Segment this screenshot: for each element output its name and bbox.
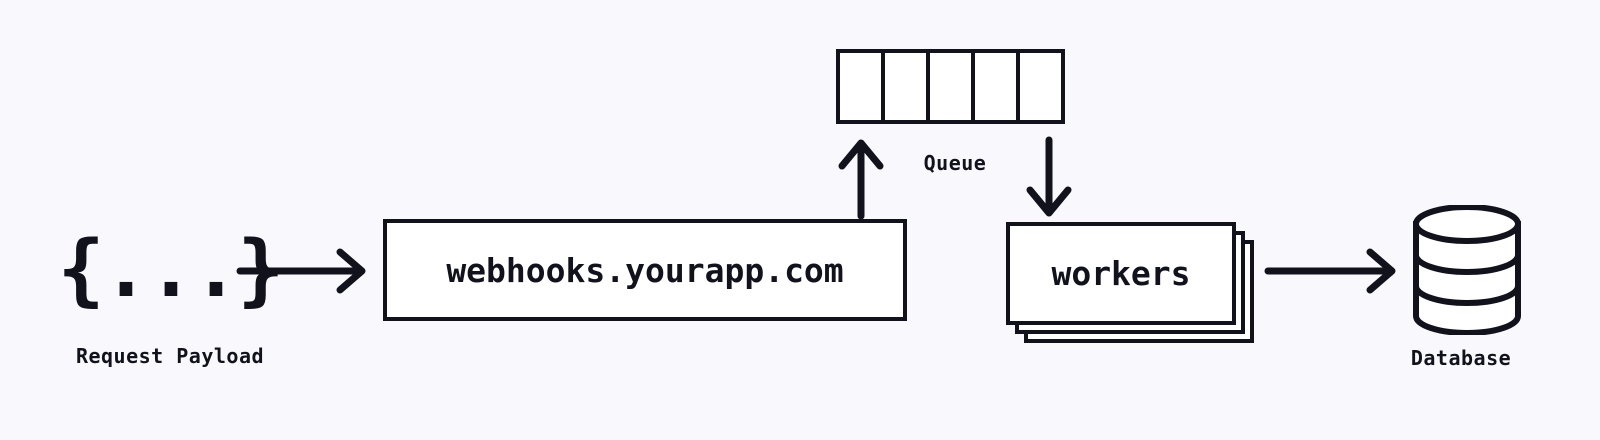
arrow-endpoint-to-queue [838, 139, 884, 220]
queue-cell [930, 53, 975, 120]
workers-text: workers [1051, 254, 1191, 293]
worker-card-front: workers [1006, 222, 1236, 325]
request-payload-node: {...} [58, 222, 285, 318]
database-icon [1413, 204, 1521, 336]
queue-label: Queue [923, 151, 987, 175]
webhooks-endpoint-box: webhooks.yourapp.com [383, 219, 907, 321]
queue-cell [975, 53, 1020, 120]
arrow-payload-to-endpoint [236, 248, 366, 294]
workers-stack: workers [1006, 222, 1254, 347]
queue-cell [1020, 53, 1061, 120]
database-cylinder [1405, 204, 1530, 336]
arrow-workers-to-database [1264, 248, 1396, 294]
arrow-queue-to-workers [1026, 136, 1072, 217]
queue-cell [885, 53, 930, 120]
queue-bar [836, 49, 1065, 124]
queue-cell [840, 53, 885, 120]
request-payload-label: Request Payload [75, 344, 265, 368]
database-label: Database [1410, 346, 1512, 370]
webhooks-endpoint-text: webhooks.yourapp.com [446, 250, 844, 290]
